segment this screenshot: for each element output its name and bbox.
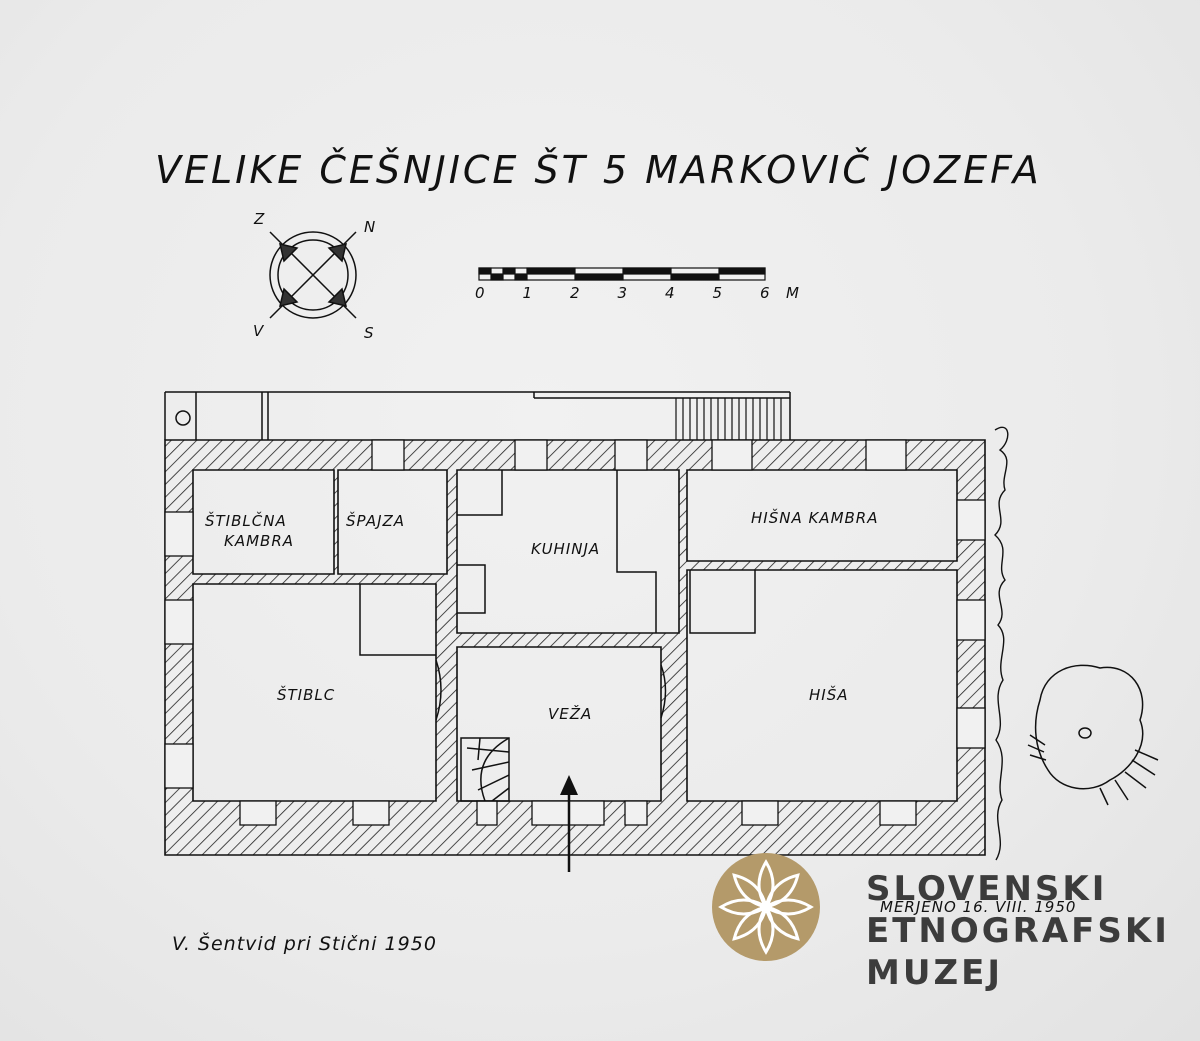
compass-rose	[269, 231, 357, 319]
compass-label-z: Z	[253, 210, 265, 228]
scale-tick-label: 1	[523, 284, 533, 302]
compass-label-s: S	[364, 324, 374, 342]
room-label-spajza: ŠPAJZA	[346, 511, 405, 530]
room-label-kuhinja: KUHINJA	[531, 540, 600, 558]
logo-text-line1: SLOVENSKI	[866, 869, 1108, 909]
room-label-hisna-kambra: HIŠNA KAMBRA	[751, 508, 879, 527]
scale-tick-label: 0	[475, 284, 485, 302]
plan-title: VELIKE ČEŠNJICE ŠT 5 MARKOVIČ JOZEFA	[155, 148, 1042, 192]
logo-text-line3: MUZEJ	[866, 953, 1003, 993]
scale-tick-label: 5	[713, 284, 723, 302]
well	[1027, 664, 1159, 806]
scale-tick-label: 3	[618, 284, 628, 302]
room-label-stiblc: ŠTIBLC	[277, 685, 335, 704]
scale-unit-label: M	[786, 284, 799, 302]
entrance-arrow	[560, 775, 578, 872]
place-year-note: V. Šentvid pri Stični 1950	[172, 931, 437, 955]
room-label-stiblcna-2: KAMBRA	[224, 532, 294, 550]
porch	[164, 391, 791, 440]
scale-tick-label: 4	[665, 284, 675, 302]
scale-tick-label: 2	[570, 284, 580, 302]
porch-stairs	[675, 398, 782, 440]
logo-text-line2: ETNOGRAFSKI	[866, 911, 1170, 951]
interior-fixtures	[359, 470, 756, 802]
room-label-veza: VEŽA	[548, 704, 592, 723]
room-label-stiblcna-1: ŠTIBLČNA	[205, 511, 287, 530]
compass-label-v: V	[253, 322, 265, 340]
hedge	[993, 426, 1009, 861]
scale-bar	[478, 267, 766, 281]
room-label-hisa: HIŠA	[809, 685, 849, 704]
measured-date-note: MERJENO 16. VIII. 1950	[880, 898, 1076, 916]
scale-tick-label: 6	[760, 284, 770, 302]
museum-logo-emblem	[712, 853, 820, 961]
compass-label-n: N	[364, 218, 375, 236]
